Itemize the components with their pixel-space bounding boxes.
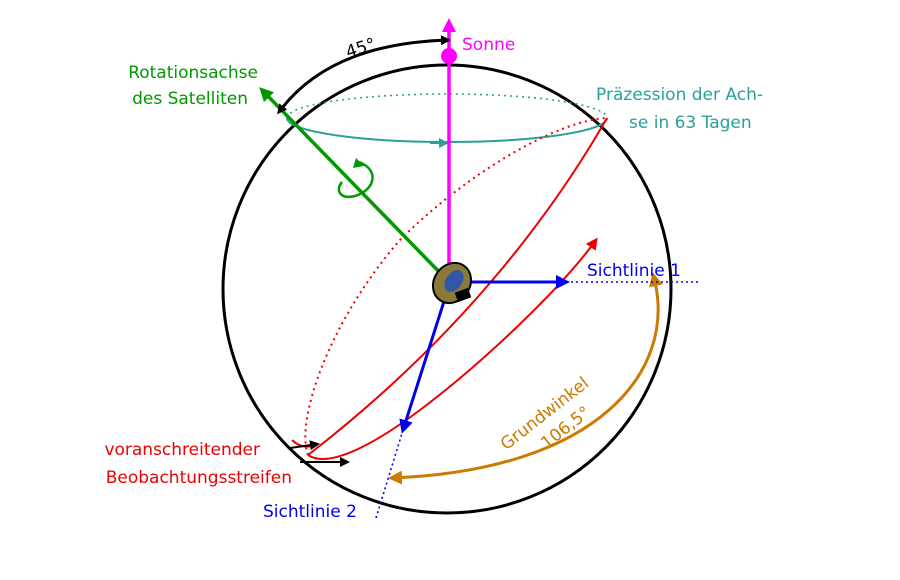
rotation-axis-label-line2: des Satelliten bbox=[132, 89, 248, 109]
sun-label: Sonne bbox=[462, 35, 515, 55]
line-of-sight-1-label: Sichtlinie 1 bbox=[587, 261, 681, 281]
precession-label-line2: se in 63 Tagen bbox=[629, 113, 752, 133]
precession-ellipse bbox=[286, 93, 608, 148]
base-angle-arc bbox=[388, 272, 663, 485]
line-of-sight-2-dotted bbox=[375, 429, 404, 519]
rotation-arrow-icon bbox=[337, 160, 374, 199]
angle-45-arc bbox=[277, 35, 451, 115]
satellite-icon bbox=[431, 261, 473, 305]
precession-label-line1: Präzession der Ach- bbox=[596, 85, 763, 105]
strip-label-line2: Beobachtungsstreifen bbox=[106, 468, 292, 488]
line-of-sight-2-label: Sichtlinie 2 bbox=[263, 502, 357, 522]
angle-45-label: 45° bbox=[343, 34, 378, 62]
strip-arrow-1 bbox=[289, 440, 320, 451]
strip-label-line1: voranschreitender bbox=[104, 440, 260, 460]
rotation-axis bbox=[259, 87, 451, 284]
line-of-sight-2-arrow bbox=[399, 291, 449, 434]
sun-marker bbox=[441, 48, 457, 64]
rotation-axis-label-line1: Rotationsachse bbox=[128, 63, 258, 83]
